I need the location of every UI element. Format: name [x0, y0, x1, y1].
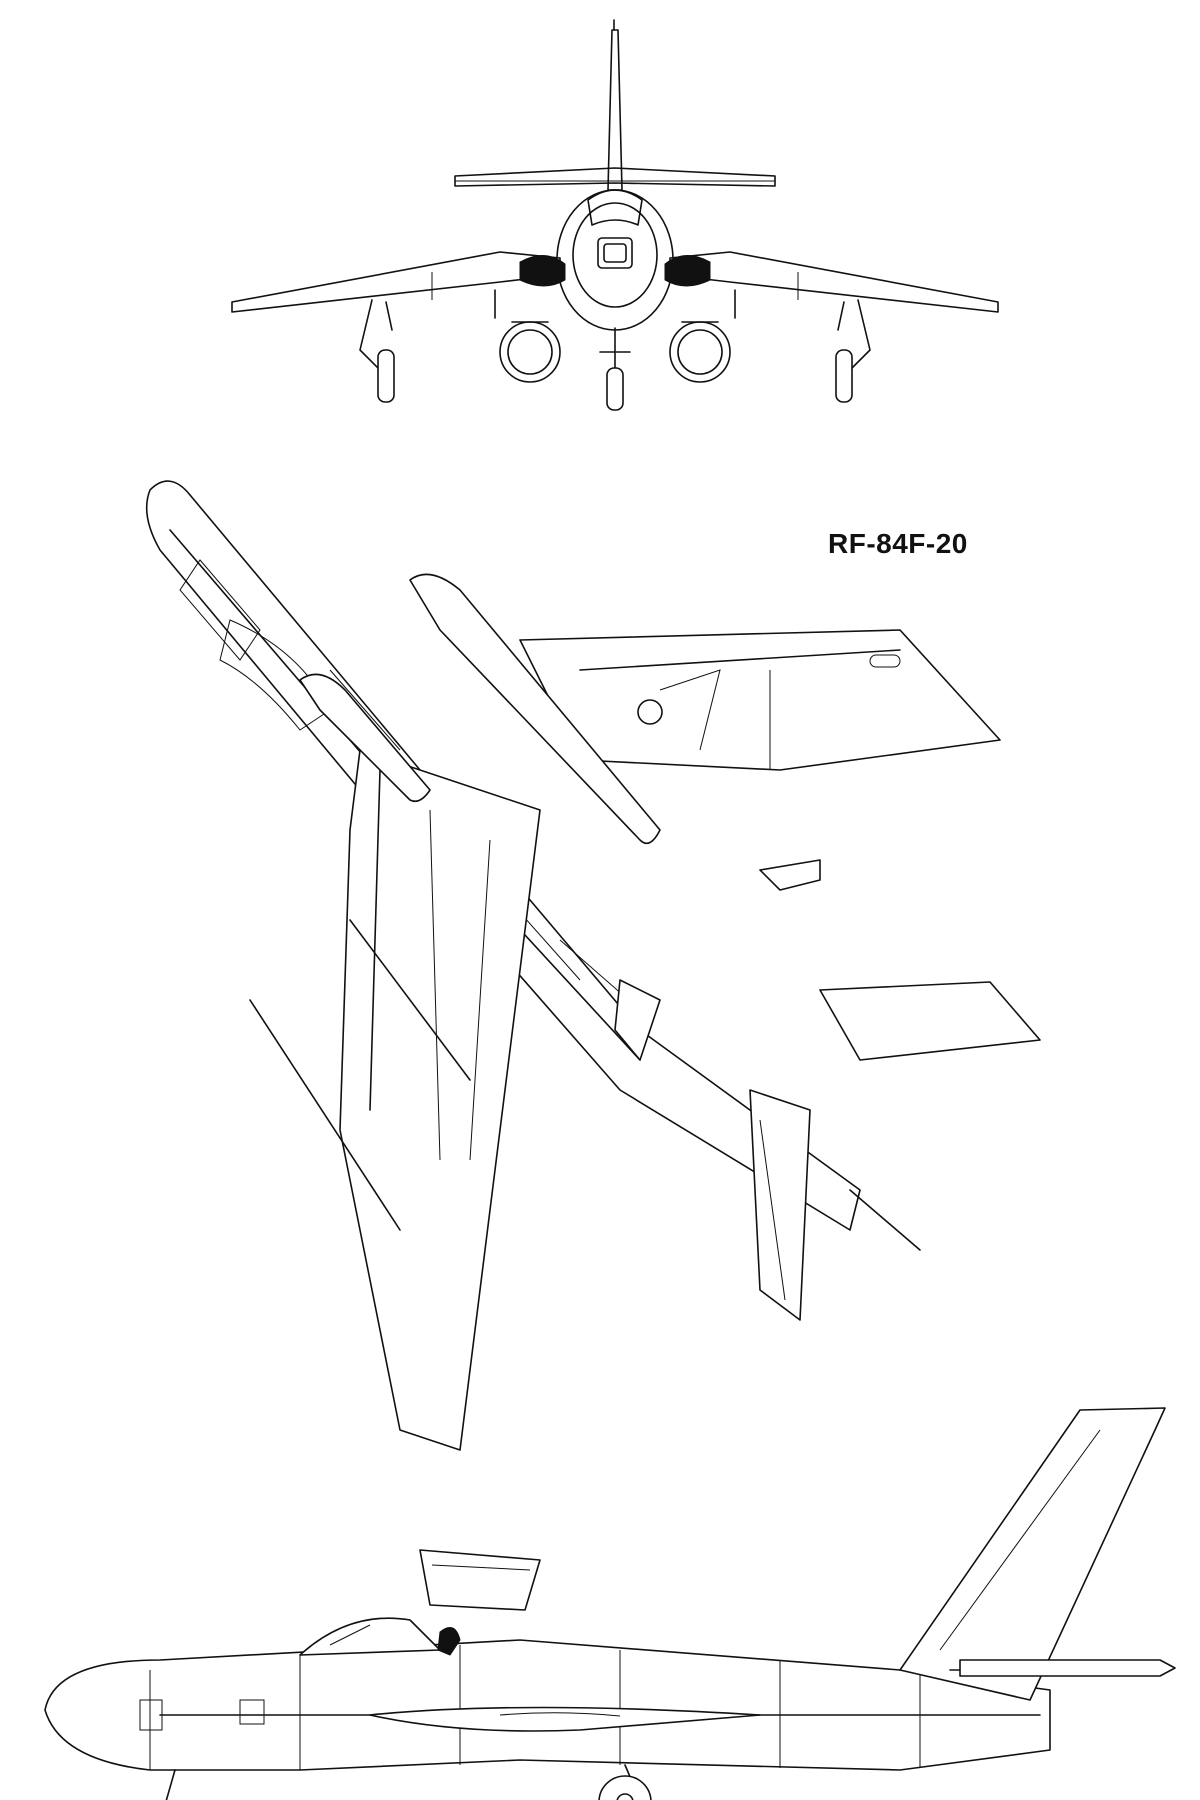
side-view-fuselage	[45, 1640, 1050, 1770]
plan-view-drop-tanks	[300, 574, 660, 843]
side-view-tail	[900, 1408, 1175, 1700]
side-view-intake-wing-root	[370, 1708, 760, 1732]
front-view-fin	[608, 20, 622, 190]
plan-view-horizontal-tail	[750, 982, 1040, 1320]
plan-view	[0, 470, 1200, 1370]
front-view-horizontal-stabilizer	[455, 168, 775, 186]
plan-view-left-wing	[250, 750, 540, 1450]
front-view-drop-tanks	[495, 290, 735, 382]
front-view-landing-gear	[360, 300, 870, 410]
side-view-canopy	[300, 1550, 540, 1655]
front-view-fuselage	[557, 190, 673, 330]
plan-view-ventral-fins	[615, 860, 820, 1060]
front-view	[0, 0, 1200, 430]
side-view	[0, 1370, 1200, 1800]
front-view-wing	[232, 252, 998, 312]
aircraft-designation-label: RF-84F-20	[828, 528, 968, 559]
